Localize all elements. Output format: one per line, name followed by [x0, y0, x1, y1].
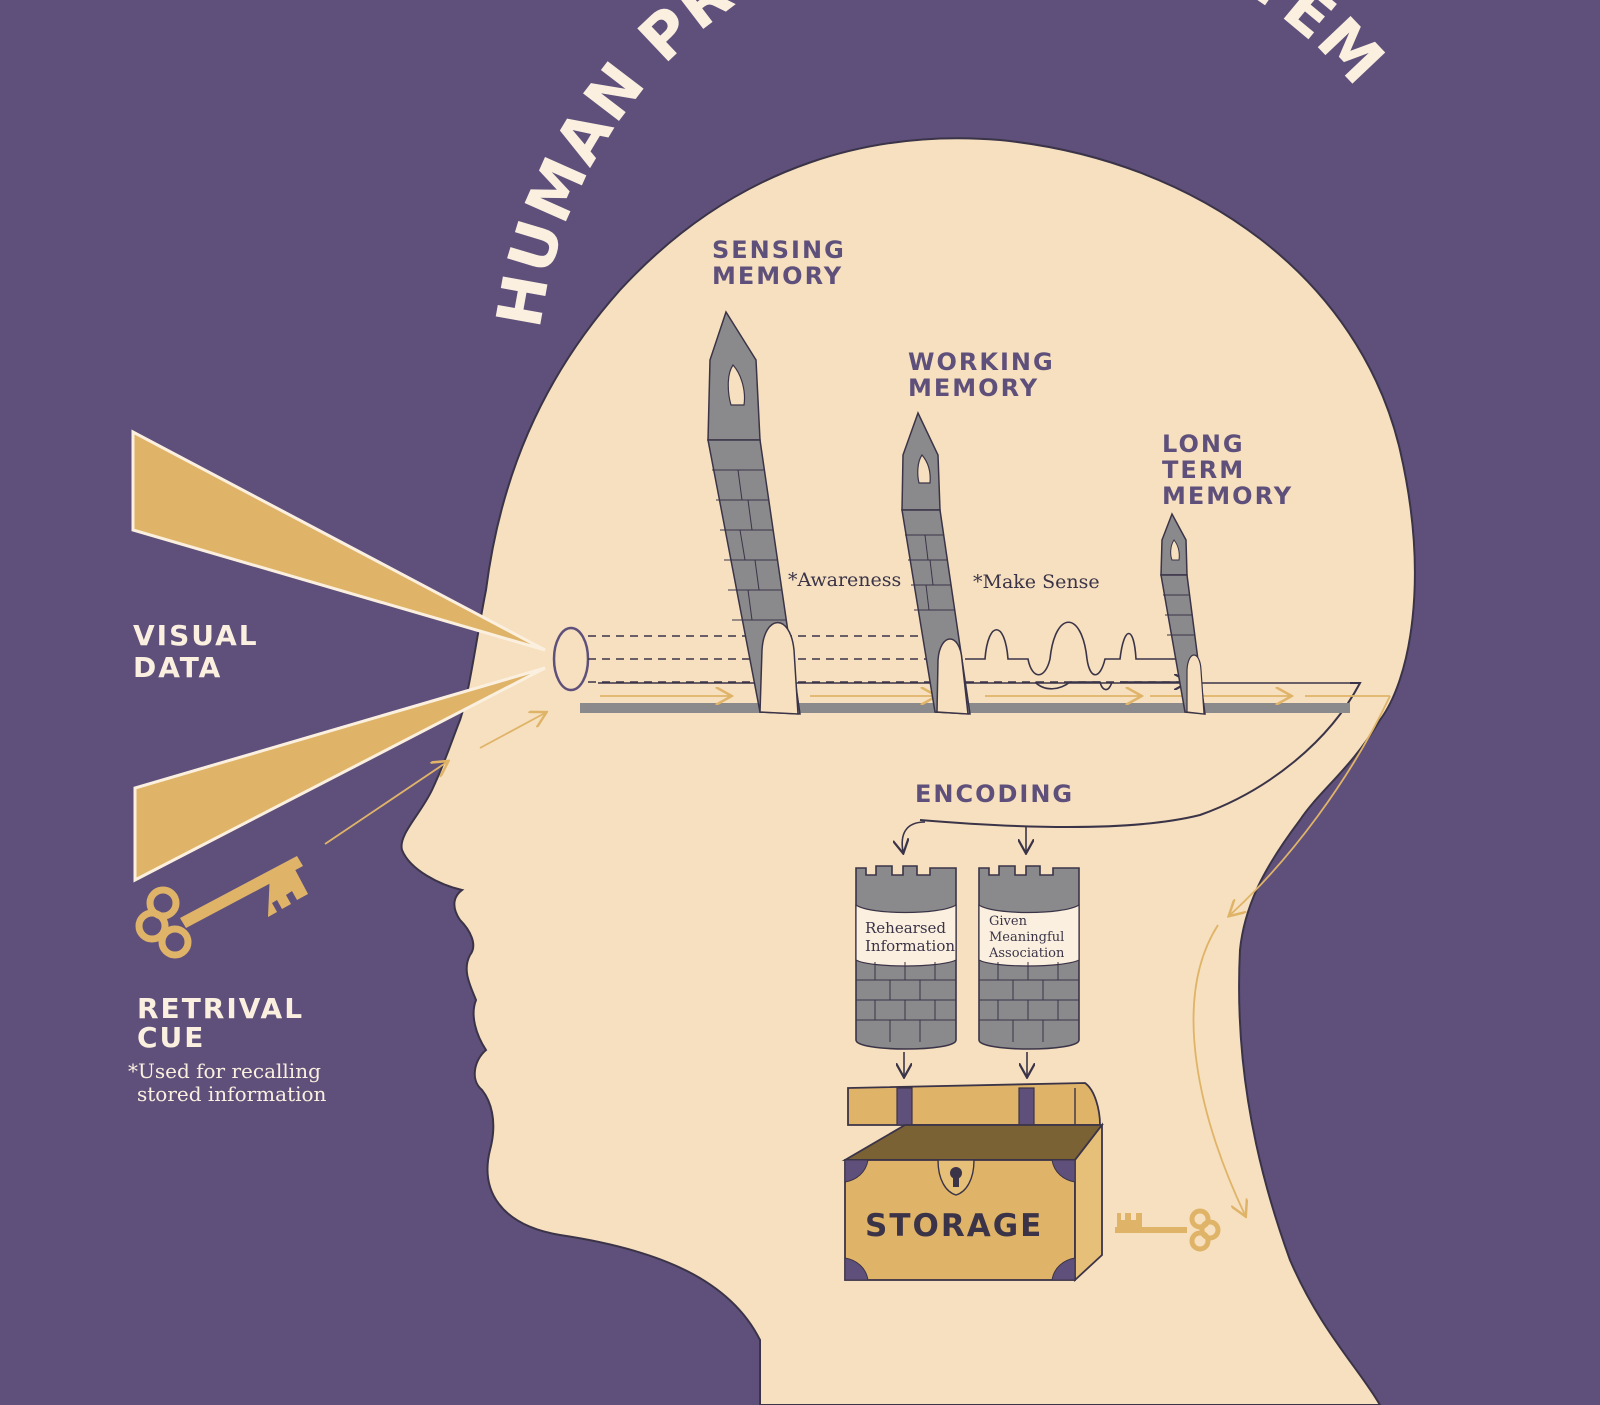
tower-icon: [1160, 512, 1206, 715]
signal-wave-lower: [1034, 681, 1113, 691]
storage-label: STORAGE: [865, 1208, 1043, 1244]
visual-beam-upper: [131, 429, 546, 652]
head-silhouette: [400, 137, 1416, 1405]
key-icon: [1115, 1208, 1221, 1252]
encoding-label: ENCODING: [915, 780, 1074, 808]
meaningful-association-label: Given Meaningful Association: [988, 914, 1068, 961]
flow-arrows: [324, 696, 1391, 1215]
tower-icon: [978, 865, 1080, 1050]
make-sense-note: *Make Sense: [973, 571, 1100, 593]
tower-icon: [707, 310, 801, 715]
retrieval-cue-label: RETRIVAL CUE: [137, 992, 316, 1054]
rehearsed-information-label: Rehearsed Information: [865, 919, 955, 955]
tower-icon: [901, 411, 971, 715]
key-icon: [135, 856, 308, 959]
retrieval-note: *Used for recalling stored information: [128, 1059, 327, 1106]
treasure-chest-icon: [841, 1082, 1104, 1283]
visual-data-label: VISUAL DATA: [133, 619, 270, 684]
encoding-arrows: [902, 821, 1027, 1076]
visual-beam-lower: [133, 666, 546, 883]
awareness-note: *Awareness: [788, 569, 901, 591]
memory-pipeline-outline: [919, 682, 1362, 828]
long-term-memory-label: LONG TERM MEMORY: [1162, 430, 1293, 510]
signal-wave: [965, 621, 1178, 676]
eye-icon: [552, 626, 590, 692]
tower-icon: [855, 865, 957, 1050]
sensing-memory-label: SENSING MEMORY: [712, 236, 856, 290]
working-memory-label: WORKING MEMORY: [908, 348, 1065, 402]
